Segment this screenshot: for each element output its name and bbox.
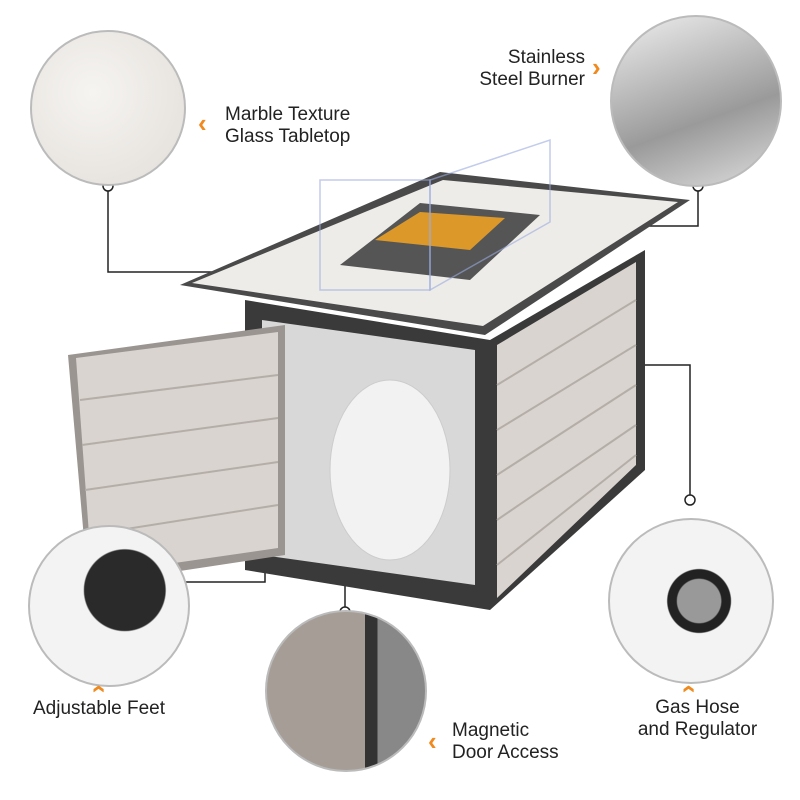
chevron-up-icon: ‹ [675, 684, 706, 694]
chevron-left-icon: ‹ [428, 726, 437, 756]
regulator-detail-image [608, 518, 774, 684]
feet-detail-image [28, 525, 190, 687]
feature-label-feet: Adjustable Feet [33, 698, 166, 719]
chevron-right-icon: › [592, 52, 601, 82]
chevron-left-icon: ‹ [198, 108, 207, 138]
burner-detail-image [610, 15, 782, 187]
chevron-up-icon: ‹ [85, 684, 116, 694]
open-door [68, 325, 285, 585]
table-body [180, 138, 690, 610]
marble-detail-image [30, 30, 186, 186]
door-latch-detail-image [265, 610, 427, 772]
